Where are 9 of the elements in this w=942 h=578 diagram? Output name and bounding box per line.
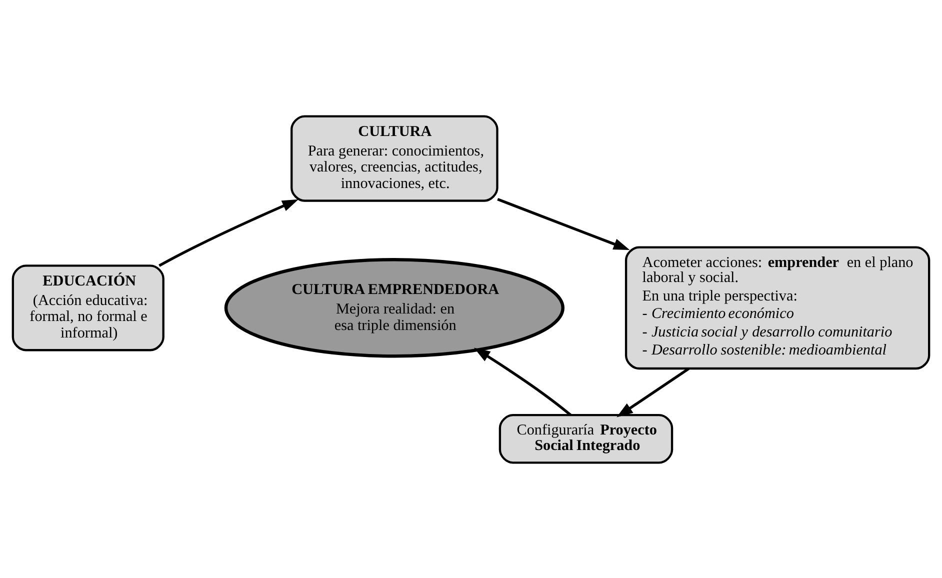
node-ellipse: CULTURA EMPRENDEDORA Mejora realidad: en esa triple dimensión (224, 258, 564, 358)
node-box: Configuraría Proyecto Social Integrado (498, 413, 674, 464)
arrow (474, 347, 572, 416)
arrow (158, 198, 298, 266)
node-box: Acometer acciones: emprender en el plano laboral y social. En una triple perspectiva: - Crecimiento económico - Justicia social y desarrollo comunitario - Desarrollo sostenible: medioambiental (624, 246, 930, 370)
node-box: EDUCACIÓN (Acción educativa: formal, no formal e informal) (12, 264, 164, 351)
arrow (616, 367, 690, 417)
node-box: CULTURA Para generar: conocimientos, valores, creencias, actitudes, innovaciones, etc. (290, 114, 498, 202)
arrow (497, 198, 630, 250)
